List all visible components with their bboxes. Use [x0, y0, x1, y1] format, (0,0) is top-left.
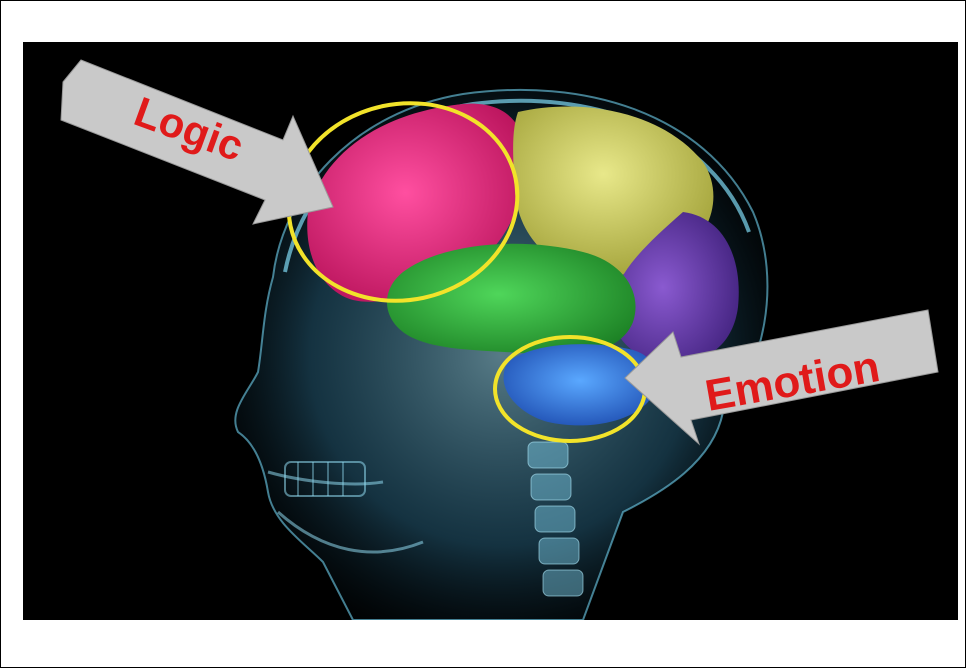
brain-xray-graphic: Logic Emotion [23, 42, 958, 620]
brain-illustration: Logic Emotion [23, 42, 958, 620]
logic-arrow: Logic [61, 60, 333, 224]
